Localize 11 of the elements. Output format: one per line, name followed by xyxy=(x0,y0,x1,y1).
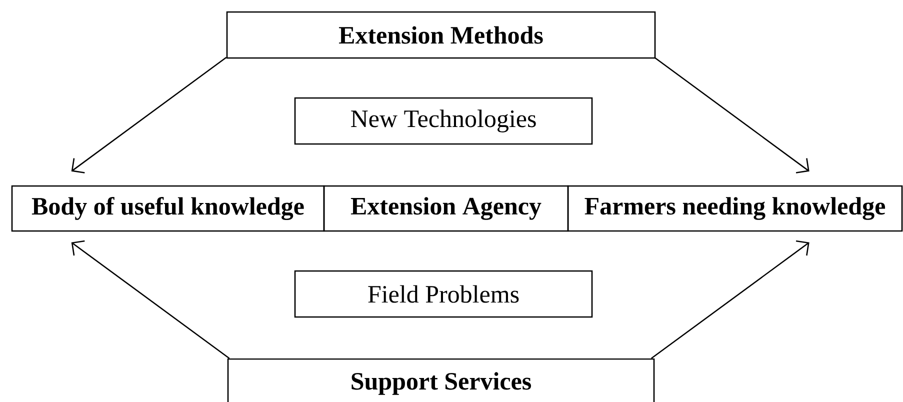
arrow xyxy=(71,56,227,174)
heading-box: Farmers needing knowledge xyxy=(567,185,903,232)
text-box: Field Problems xyxy=(294,270,593,318)
text-box: New Technologies xyxy=(294,97,593,145)
heading-box: Body of useful knowledge xyxy=(11,185,325,232)
heading-box: Support Services xyxy=(227,358,655,402)
heading-box: Extension Agency xyxy=(323,185,569,232)
arrow xyxy=(71,240,230,359)
arrow xyxy=(650,240,810,359)
heading-box: Extension Methods xyxy=(226,11,656,59)
arrow xyxy=(654,56,810,174)
